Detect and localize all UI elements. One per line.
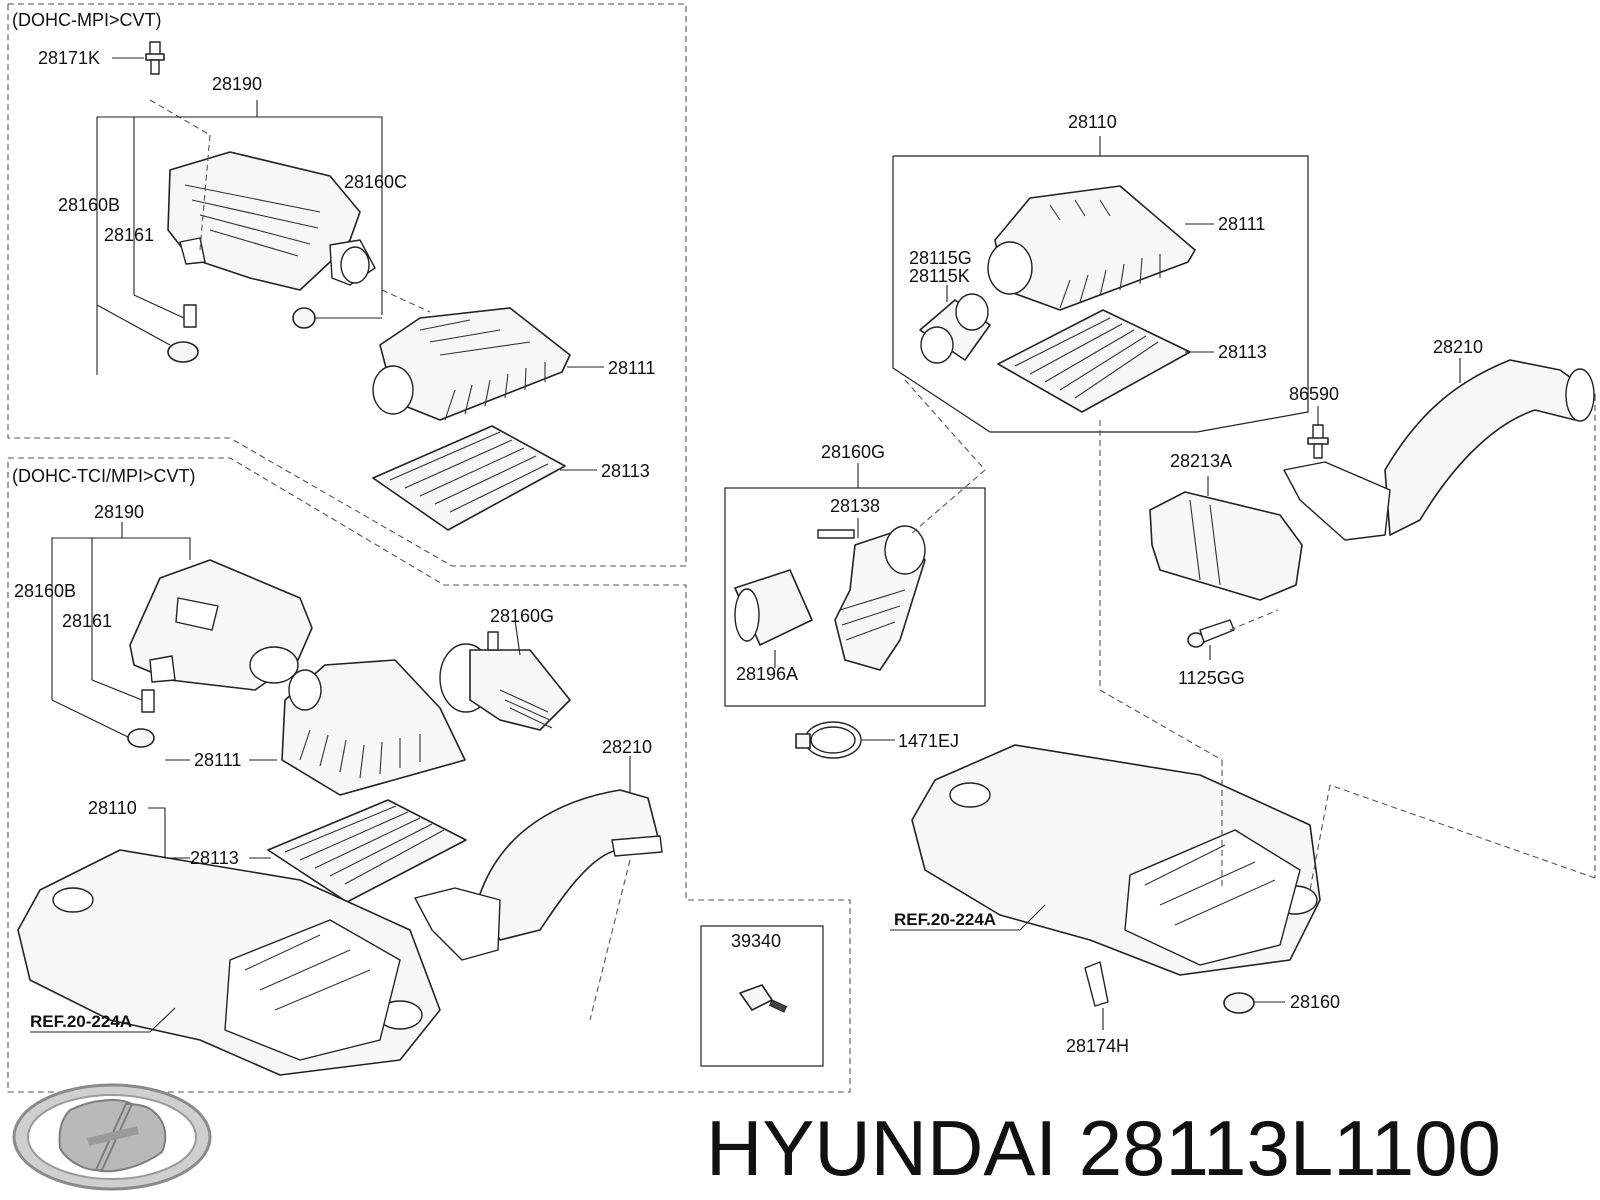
label-28115k: 28115K — [909, 266, 970, 286]
hose-28115-icon — [919, 293, 991, 364]
hyundai-logo — [12, 1083, 212, 1191]
label-28213a: 28213A — [1170, 451, 1232, 471]
right-parts — [734, 185, 1596, 1014]
label-28110-lower: 28110 — [88, 798, 137, 818]
air-cleaner-body-28111-icon — [372, 307, 571, 421]
filter-28196a-icon — [734, 569, 813, 646]
intake-hose-28160g-icon — [817, 525, 926, 671]
air-guide-28213a-icon — [1149, 491, 1303, 601]
label-28160-right: 28160 — [1290, 992, 1340, 1012]
grommet-28160c-icon — [292, 307, 316, 329]
leader-lines — [30, 57, 1596, 1033]
air-cleaner-body-lower-icon — [281, 659, 466, 796]
pin-28161-lower-icon — [141, 689, 155, 713]
label-28138: 28138 — [830, 496, 880, 516]
bolt-86590-icon — [1307, 424, 1329, 459]
label-28210-lower: 28210 — [602, 737, 652, 757]
grommet-28160-icon — [1223, 992, 1255, 1014]
sensor-28138-icon — [817, 529, 855, 539]
label-28115g: 28115G — [909, 248, 972, 268]
ref-label-right: REF.20-224A — [894, 910, 996, 929]
grommet-28160b-icon — [167, 341, 199, 363]
air-cleaner-body-28111-right-icon — [987, 185, 1196, 311]
label-28190-lower: 28190 — [94, 502, 144, 522]
box-28110-group — [892, 155, 1309, 433]
air-filter-28113-icon — [372, 425, 566, 531]
label-28111-right: 28111 — [1218, 214, 1265, 234]
label-28160g-lower: 28160G — [490, 606, 554, 626]
sensor-39340-icon — [739, 984, 788, 1013]
label-28160b-lower: 28160B — [14, 581, 76, 601]
pin-28161-icon — [183, 304, 197, 328]
label-28110-right: 28110 — [1068, 112, 1117, 132]
air-duct-28210-right-icon — [1283, 359, 1596, 541]
label-28161: 28161 — [104, 225, 154, 245]
label-28113: 28113 — [601, 461, 650, 481]
label-28113-lower: 28113 — [190, 848, 239, 868]
label-1125gg: 1125GG — [1178, 668, 1245, 688]
grommet-28160b-lower-icon — [127, 728, 155, 748]
label-28210-right: 28210 — [1433, 337, 1483, 357]
label-28196a: 28196A — [736, 664, 798, 684]
intake-base-lower-icon — [17, 849, 441, 1076]
label-28171k: 28171K — [38, 48, 100, 68]
label-28161-lower: 28161 — [62, 611, 112, 631]
label-28160b: 28160B — [58, 195, 120, 215]
intake-hose-28160g-lower-icon — [439, 631, 571, 731]
clip-28174h-icon — [1084, 961, 1109, 1007]
label-39340: 39340 — [731, 931, 781, 951]
label-28113-right: 28113 — [1218, 342, 1267, 362]
label-86590: 86590 — [1289, 384, 1339, 404]
panel-outlines — [7, 3, 1309, 1093]
part-labels: (DOHC-MPI>CVT) (DOHC-TCI/MPI>CVT) 28171K… — [12, 10, 1483, 1056]
label-28111-lower: 28111 — [194, 750, 241, 770]
label-28111: 28111 — [608, 358, 655, 378]
panel-title-lower: (DOHC-TCI/MPI>CVT) — [12, 466, 196, 486]
box-28160g-group — [724, 487, 986, 707]
label-28160c: 28160C — [344, 172, 407, 192]
air-duct-28210-lower-icon — [414, 789, 663, 961]
box-39340 — [700, 925, 824, 1067]
air-cleaner-cover-icon — [167, 151, 376, 291]
bolt-1125gg-icon — [1187, 619, 1235, 648]
label-1471ej: 1471EJ — [898, 731, 959, 751]
ref-label-lower: REF.20-224A — [30, 1012, 132, 1031]
label-28174h: 28174H — [1066, 1036, 1129, 1056]
air-filter-lower-icon — [267, 799, 467, 903]
intake-base-right-icon — [911, 744, 1321, 976]
part-title: HYUNDAI 28113L1100 — [706, 1104, 1501, 1192]
label-28190: 28190 — [212, 74, 262, 94]
label-28160g-right: 28160G — [821, 442, 885, 462]
upper-left-parts — [145, 41, 571, 531]
panel-title-upper: (DOHC-MPI>CVT) — [12, 10, 162, 30]
air-cleaner-cover-tci-icon — [129, 559, 313, 691]
air-filter-28113-right-icon — [997, 309, 1191, 413]
bolt-28171k-icon — [145, 41, 165, 75]
clamp-1471ej-icon — [795, 721, 862, 759]
lower-left-parts — [17, 559, 663, 1076]
